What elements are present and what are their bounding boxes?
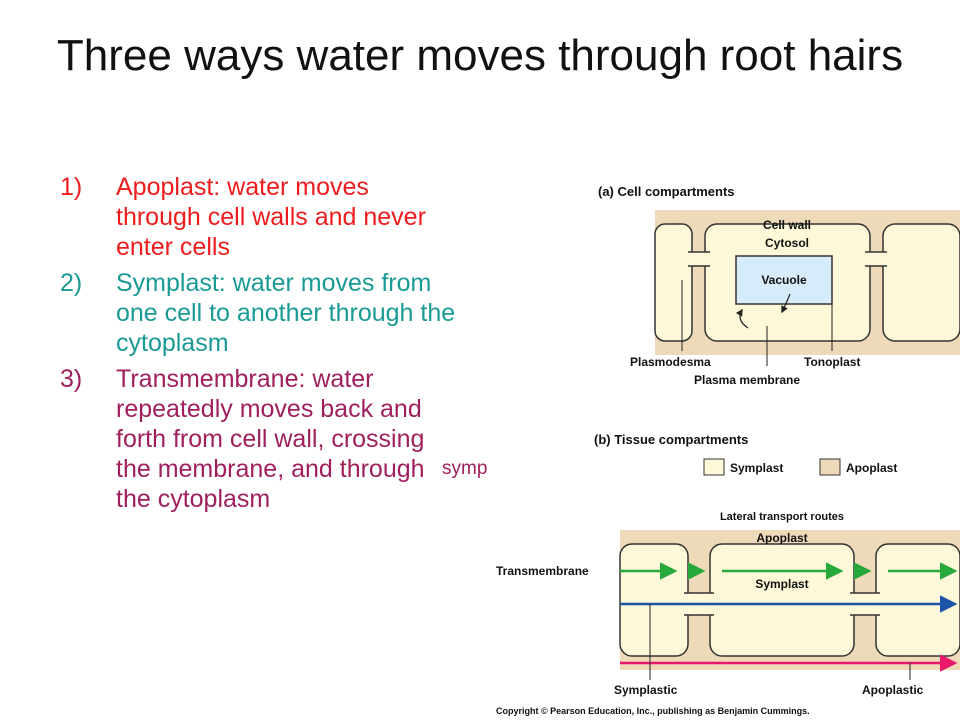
panel-b-title: (b) Tissue compartments [594,432,748,447]
legend-symplast: Symplast [730,461,783,475]
flow-arrow [735,308,749,329]
routes-heading: Lateral transport routes [720,511,844,523]
list-item-apoplast: 1) Apoplast: water moves through cell wa… [60,172,460,262]
cytosol-label: Cytosol [765,236,809,250]
plasmodesma-channel [865,252,887,266]
text-fragment: symp [442,458,488,479]
vacuole-label: Vacuole [761,273,807,287]
tissue-right-cell [875,543,960,657]
list-number: 2) [60,269,83,297]
list-item-transmembrane: 3) Transmembrane: water repeatedly moves… [60,364,460,514]
tonoplast-label: Tonoplast [804,355,860,369]
copyright-text: Copyright © Pearson Education, Inc., pub… [496,706,810,716]
right-cell [882,223,960,342]
list-text: Symplast: water moves from one cell to a… [116,269,456,357]
vacuole-shape [735,255,833,305]
left-cell [654,223,693,342]
list-number: 3) [60,365,83,393]
panel-a-title: (a) Cell compartments [598,184,735,199]
list-number: 1) [60,173,83,201]
list-text: Transmembrane: water repeatedly moves ba… [116,365,425,513]
figure-svg: (a) Cell compartments Vacuole Cell wall … [496,184,960,716]
bullet-list: 1) Apoplast: water moves through cell wa… [60,172,460,520]
symplast-label: Symplast [755,577,808,591]
cell-wall-label: Cell wall [763,218,811,232]
list-item-symplast: 2) Symplast: water moves from one cell t… [60,268,460,358]
panel-a-cells: Vacuole Cell wall Cytosol [654,210,960,366]
legend-apoplast-swatch [819,458,841,476]
tissue-center-cell [709,543,855,657]
legend-apoplast: Apoplast [846,461,897,475]
plasmodesma-channel [688,252,710,266]
transmembrane-label: Transmembrane [496,564,589,578]
water-transport-figure: (a) Cell compartments Vacuole Cell wall … [490,168,960,720]
flow-arrow [781,293,791,314]
slide-title: Three ways water moves through root hair… [56,31,904,80]
plasmodesma-label: Plasmodesma [630,355,711,369]
tissue-left-cell [619,543,689,657]
symplastic-label: Symplastic [614,683,678,697]
apoplastic-label: Apoplastic [862,683,924,697]
panel-b-cells [619,530,960,670]
plasma-membrane-label: Plasma membrane [694,373,800,387]
list-text: Apoplast: water moves through cell walls… [116,173,426,261]
legend-symplast-swatch [703,458,725,476]
apoplast-label: Apoplast [756,531,807,545]
